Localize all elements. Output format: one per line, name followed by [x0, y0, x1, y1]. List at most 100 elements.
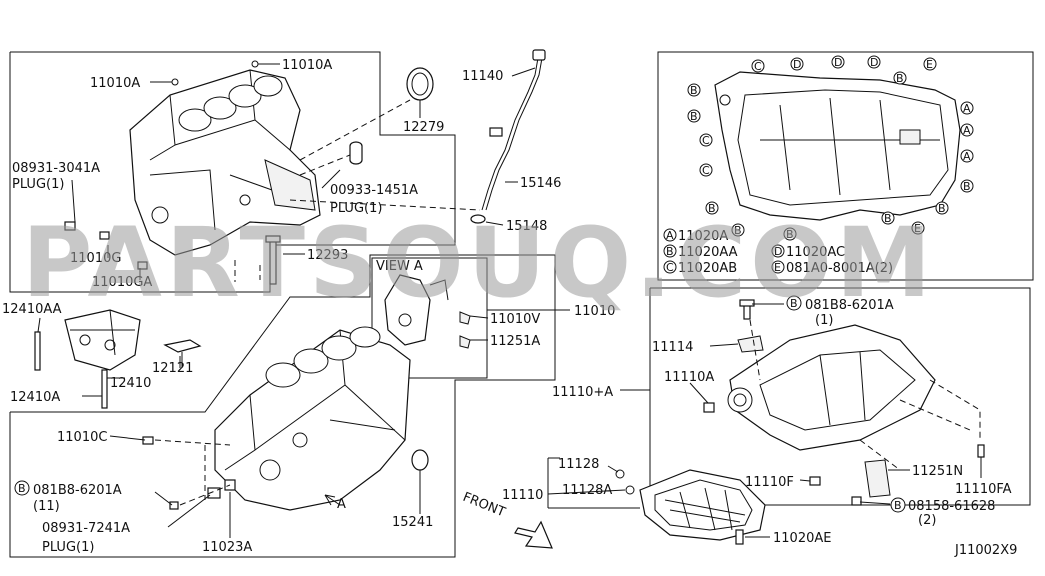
bolt-12410aa	[34, 331, 41, 371]
legend-e-label[interactable]: 081A0-8001A(2)	[786, 261, 893, 276]
label-plug-a[interactable]: PLUG(1)	[12, 177, 64, 192]
label-08931-7241a[interactable]: 08931-7241A	[42, 521, 130, 536]
svg-text:B: B	[690, 84, 698, 97]
upper-oil-pan	[714, 71, 961, 221]
bolt-081b8-6201a-left	[169, 501, 179, 510]
view-a-detail	[384, 274, 471, 349]
svg-text:B: B	[786, 228, 794, 241]
svg-text:B: B	[734, 224, 742, 237]
legend-a-label[interactable]: 11020A	[678, 229, 728, 244]
cylinder-block-lower	[214, 326, 411, 511]
label-15148[interactable]: 15148	[506, 219, 547, 234]
svg-text:B: B	[896, 72, 904, 85]
label-11010ga[interactable]: 11010GA	[92, 275, 152, 290]
label-12410[interactable]: 12410	[110, 376, 151, 391]
label-view-a: VIEW A	[376, 259, 423, 274]
watermark: PARTSOUQ.COM	[22, 207, 935, 319]
oil-strainer-11110	[639, 469, 766, 541]
label-081b8-6201a-left[interactable]: 081B8-6201A	[33, 483, 122, 498]
svg-text:E: E	[914, 222, 921, 235]
label-11023a[interactable]: 11023A	[202, 540, 252, 555]
label-15241[interactable]: 15241	[392, 515, 433, 530]
front-label: FRONT	[461, 490, 508, 521]
lower-block-frame	[9, 254, 556, 558]
svg-text:A: A	[963, 124, 971, 137]
oil-pan-assy-frame	[649, 287, 1031, 506]
svg-text:B: B	[708, 202, 716, 215]
svg-text:B: B	[790, 297, 798, 310]
label-08931-3041a[interactable]: 08931-3041A	[12, 161, 100, 176]
label-11140[interactable]: 11140	[462, 69, 503, 84]
label-plug-b[interactable]: PLUG(1)	[330, 201, 382, 216]
label-11010c[interactable]: 11010C	[57, 430, 107, 445]
label-11010[interactable]: 11010	[574, 304, 615, 319]
label-15146[interactable]: 15146	[520, 176, 561, 191]
plug-11110f	[809, 476, 821, 486]
bearing-cap-12410	[64, 309, 141, 371]
svg-text:C: C	[754, 60, 762, 73]
bolt-11110fa	[977, 444, 985, 458]
label-11110a[interactable]: 11110A	[664, 370, 714, 385]
svg-text:A: A	[666, 229, 674, 242]
bolt-12410a	[101, 369, 108, 409]
svg-text:E: E	[774, 261, 781, 274]
label-11010g[interactable]: 11010G	[70, 251, 121, 266]
label-081b8-6201a-right[interactable]: 081B8-6201A	[805, 298, 894, 313]
jet-12121	[163, 339, 202, 353]
svg-text:D: D	[774, 245, 782, 258]
label-12279[interactable]: 12279	[403, 120, 444, 135]
leader-lines	[37, 63, 982, 538]
legend-b-label[interactable]: 11020AA	[678, 245, 738, 260]
label-11110-plus-a[interactable]: 11110+A	[552, 385, 613, 400]
svg-text:D: D	[870, 56, 878, 69]
lower-oil-pan	[727, 324, 936, 451]
label-11114[interactable]: 11114	[652, 340, 693, 355]
label-12410a[interactable]: 12410A	[10, 390, 60, 405]
svg-text:A: A	[963, 150, 971, 163]
label-plug-c[interactable]: PLUG(1)	[42, 540, 94, 555]
label-11110f[interactable]: 11110F	[745, 475, 794, 490]
label-11110[interactable]: 11110	[502, 488, 543, 503]
svg-text:E: E	[926, 58, 933, 71]
label-00933-1451a[interactable]: 00933-1451A	[330, 183, 418, 198]
label-11128a[interactable]: 11128A	[562, 483, 612, 498]
label-11010a-left[interactable]: 11010A	[90, 76, 140, 91]
label-11251n[interactable]: 11251N	[912, 464, 963, 479]
label-12410aa[interactable]: 12410AA	[2, 302, 62, 317]
label-11010a-top[interactable]: 11010A	[282, 58, 332, 73]
bolt-11020ae	[735, 529, 744, 545]
plug-08931-7241a	[207, 487, 221, 499]
label-11251a[interactable]: 11251A	[490, 334, 540, 349]
svg-text:C: C	[702, 164, 710, 177]
plug-11010g	[99, 231, 110, 240]
label-11020ae[interactable]: 11020AE	[773, 531, 831, 546]
label-11110fa[interactable]: 11110FA	[955, 482, 1012, 497]
label-qty-2: (2)	[918, 513, 936, 528]
label-11128[interactable]: 11128	[558, 457, 599, 472]
svg-text:B: B	[938, 202, 946, 215]
dipstick-11140	[481, 57, 539, 211]
cylinder-block-upper	[129, 69, 321, 256]
legend-c-label[interactable]: 11020AB	[678, 261, 737, 276]
label-08158-61628[interactable]: 08158-61628	[908, 499, 995, 514]
plug-11010ga	[137, 261, 148, 270]
svg-text:C: C	[666, 261, 674, 274]
svg-text:A: A	[963, 102, 971, 115]
upper-block-frame	[9, 51, 456, 293]
svg-text:B: B	[690, 110, 698, 123]
label-qty-11: (11)	[33, 499, 60, 514]
label-12293[interactable]: 12293	[307, 248, 348, 263]
svg-text:B: B	[963, 180, 971, 193]
plug-11010a-top	[251, 60, 259, 68]
label-12121[interactable]: 12121	[152, 361, 193, 376]
plug-15241	[411, 449, 429, 471]
plug-08931-3041a	[64, 221, 76, 231]
part-labels: 11010A 11010A 12279 11140 15146 15148 08…	[2, 58, 1017, 558]
svg-text:C: C	[702, 134, 710, 147]
bracket-11114	[737, 335, 764, 353]
label-view-marker: A	[337, 497, 346, 512]
label-11010v[interactable]: 11010V	[490, 312, 540, 327]
legend-d-label[interactable]: 11020AC	[786, 245, 845, 260]
